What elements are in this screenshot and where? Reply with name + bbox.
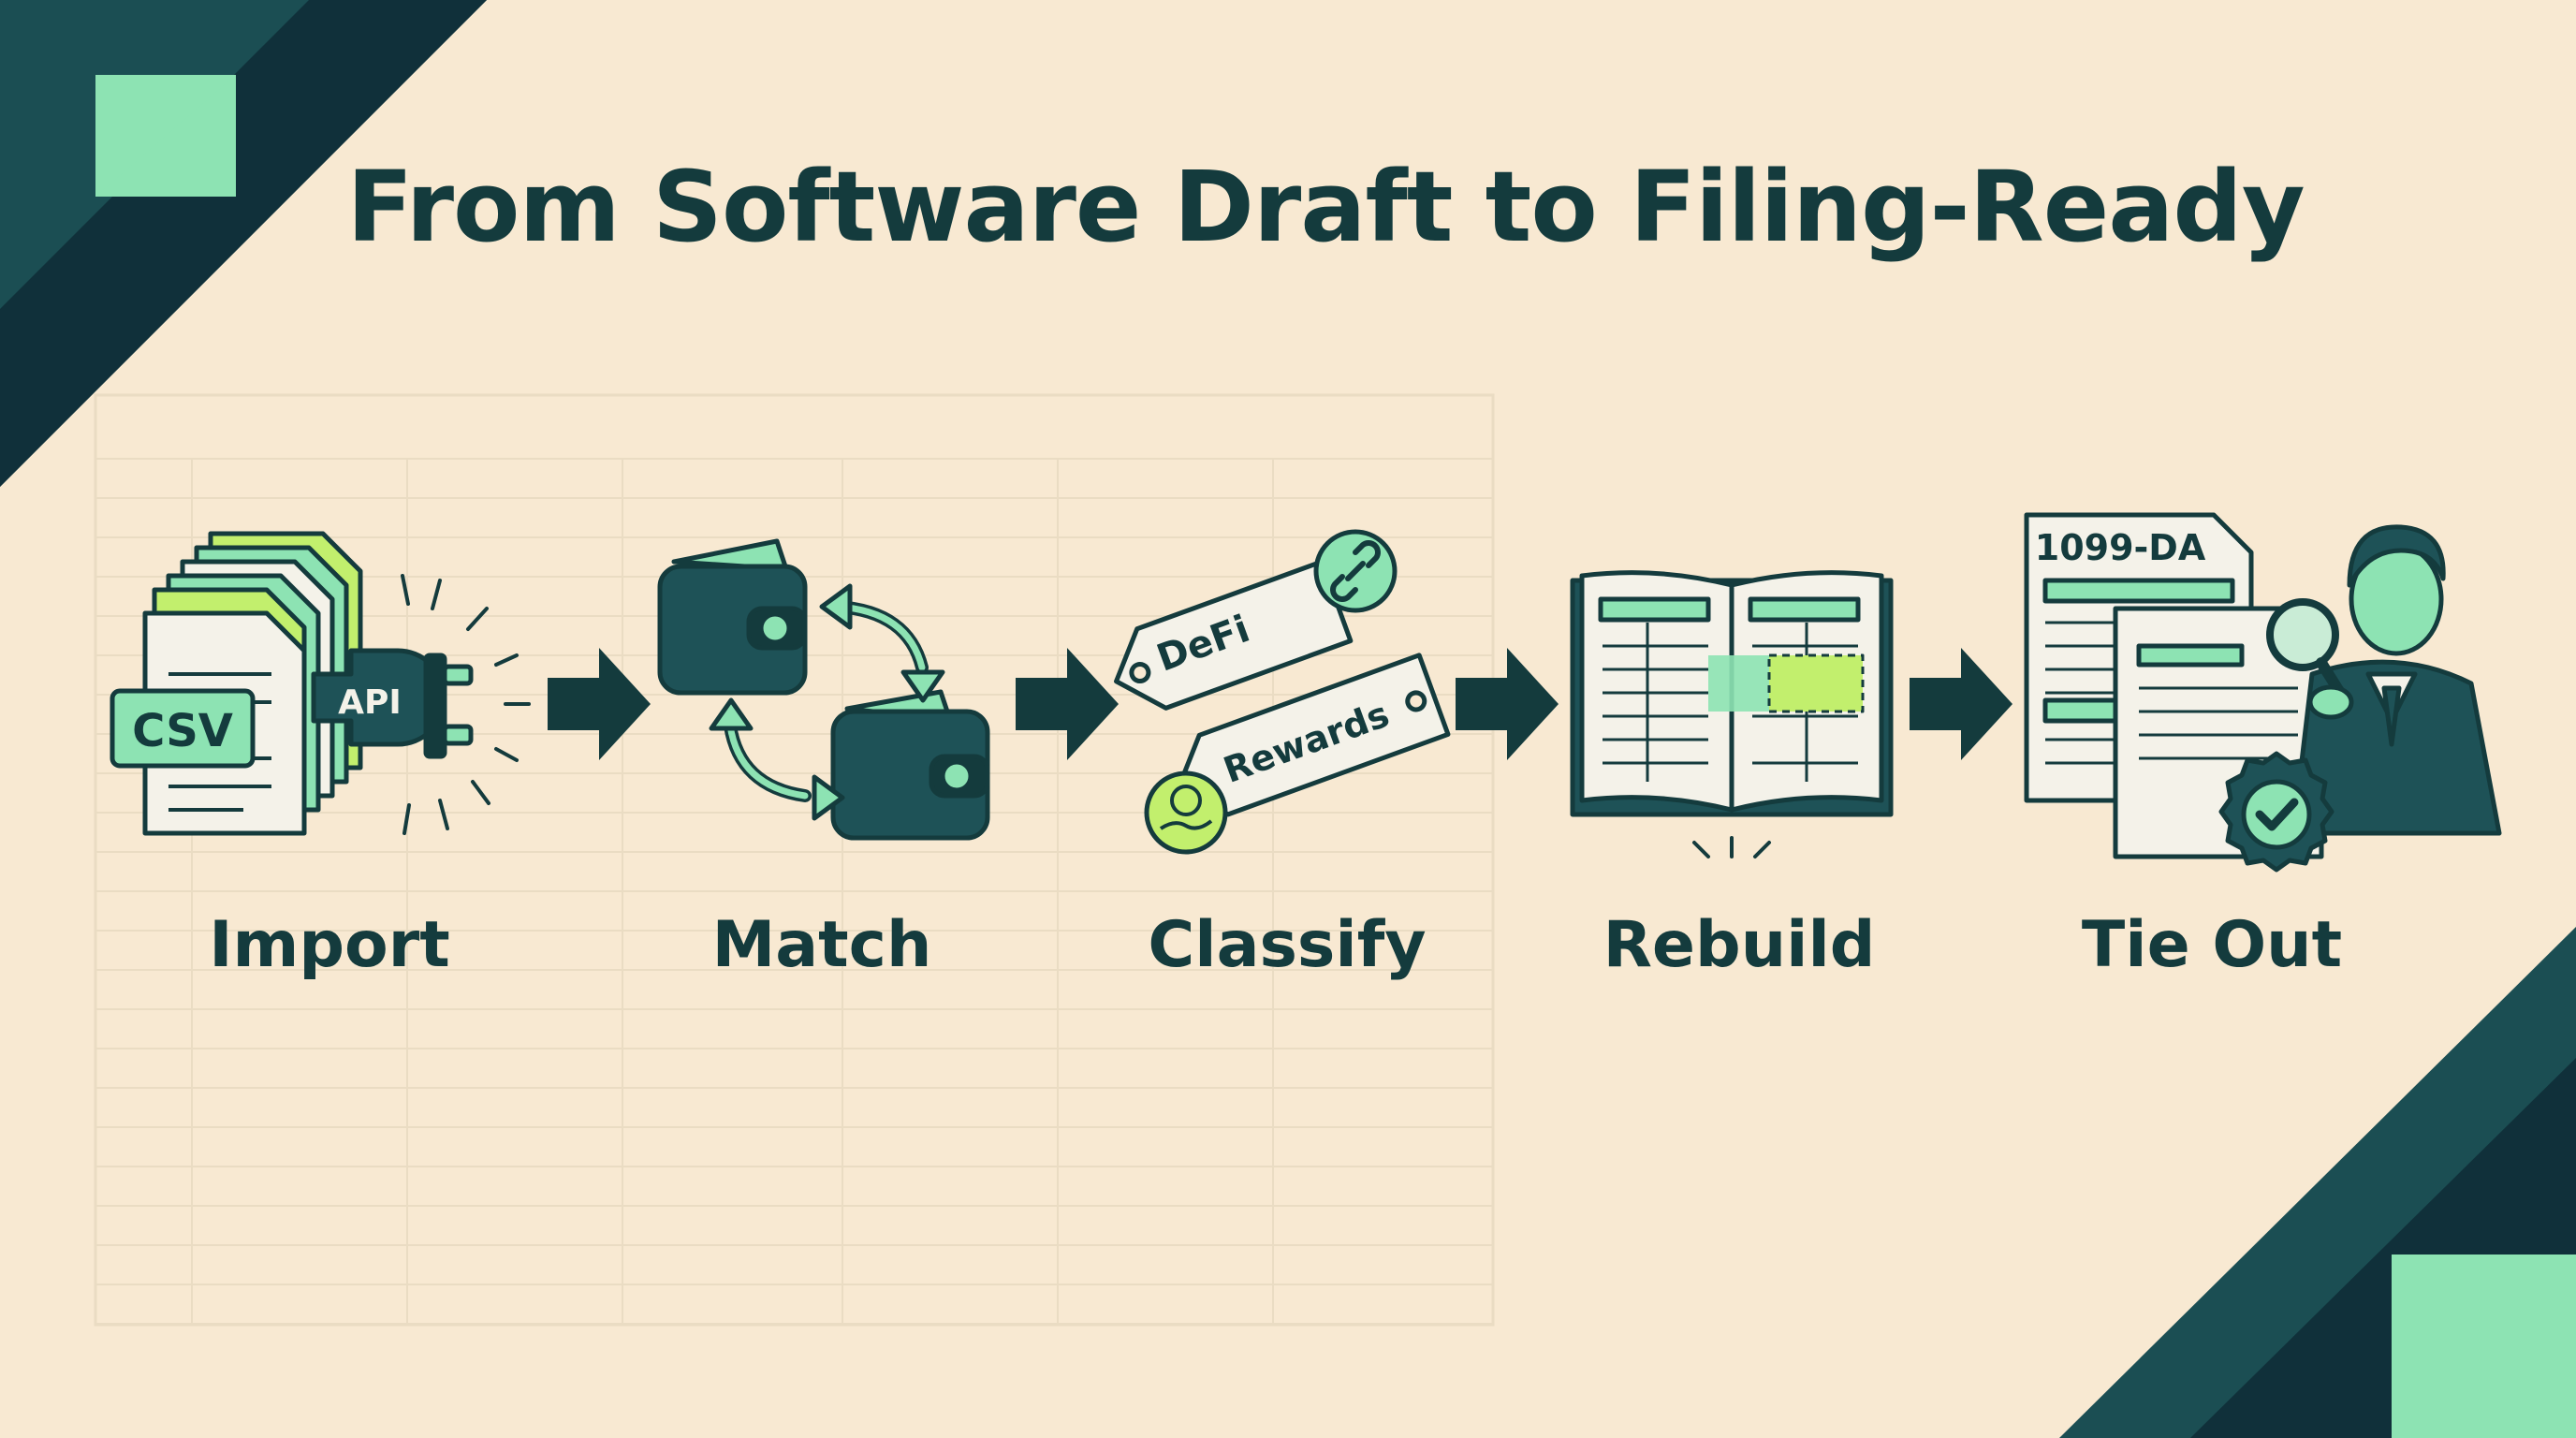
flow-arrow-4 <box>1910 648 2012 760</box>
step-label-tie-out: Tie Out <box>2081 908 2343 982</box>
flow-arrow-2 <box>1016 648 1119 760</box>
api-label: API <box>338 683 402 722</box>
csv-label: CSV <box>132 705 233 757</box>
wallet-match-icon <box>657 538 990 841</box>
tag-classify-icon <box>1114 529 1451 855</box>
corner-decoration-bottom-right <box>2059 927 2576 1438</box>
step-label-import: Import <box>209 908 450 982</box>
flow-arrows <box>548 648 2012 760</box>
step-label-rebuild: Rebuild <box>1603 908 1876 982</box>
form-1099-label: 1099-DA <box>2035 527 2206 568</box>
accountant-review-icon <box>2024 512 2502 873</box>
corner-decoration-top-left <box>0 0 487 487</box>
page-title: From Software Draft to Filing-Ready <box>346 150 2305 264</box>
flow-arrow-3 <box>1456 648 1559 760</box>
csv-api-import-icon <box>110 531 531 836</box>
flow-arrow-1 <box>548 648 651 760</box>
ledger-book-icon <box>1570 570 1894 858</box>
step-label-match: Match <box>711 908 932 982</box>
step-label-classify: Classify <box>1148 908 1427 982</box>
